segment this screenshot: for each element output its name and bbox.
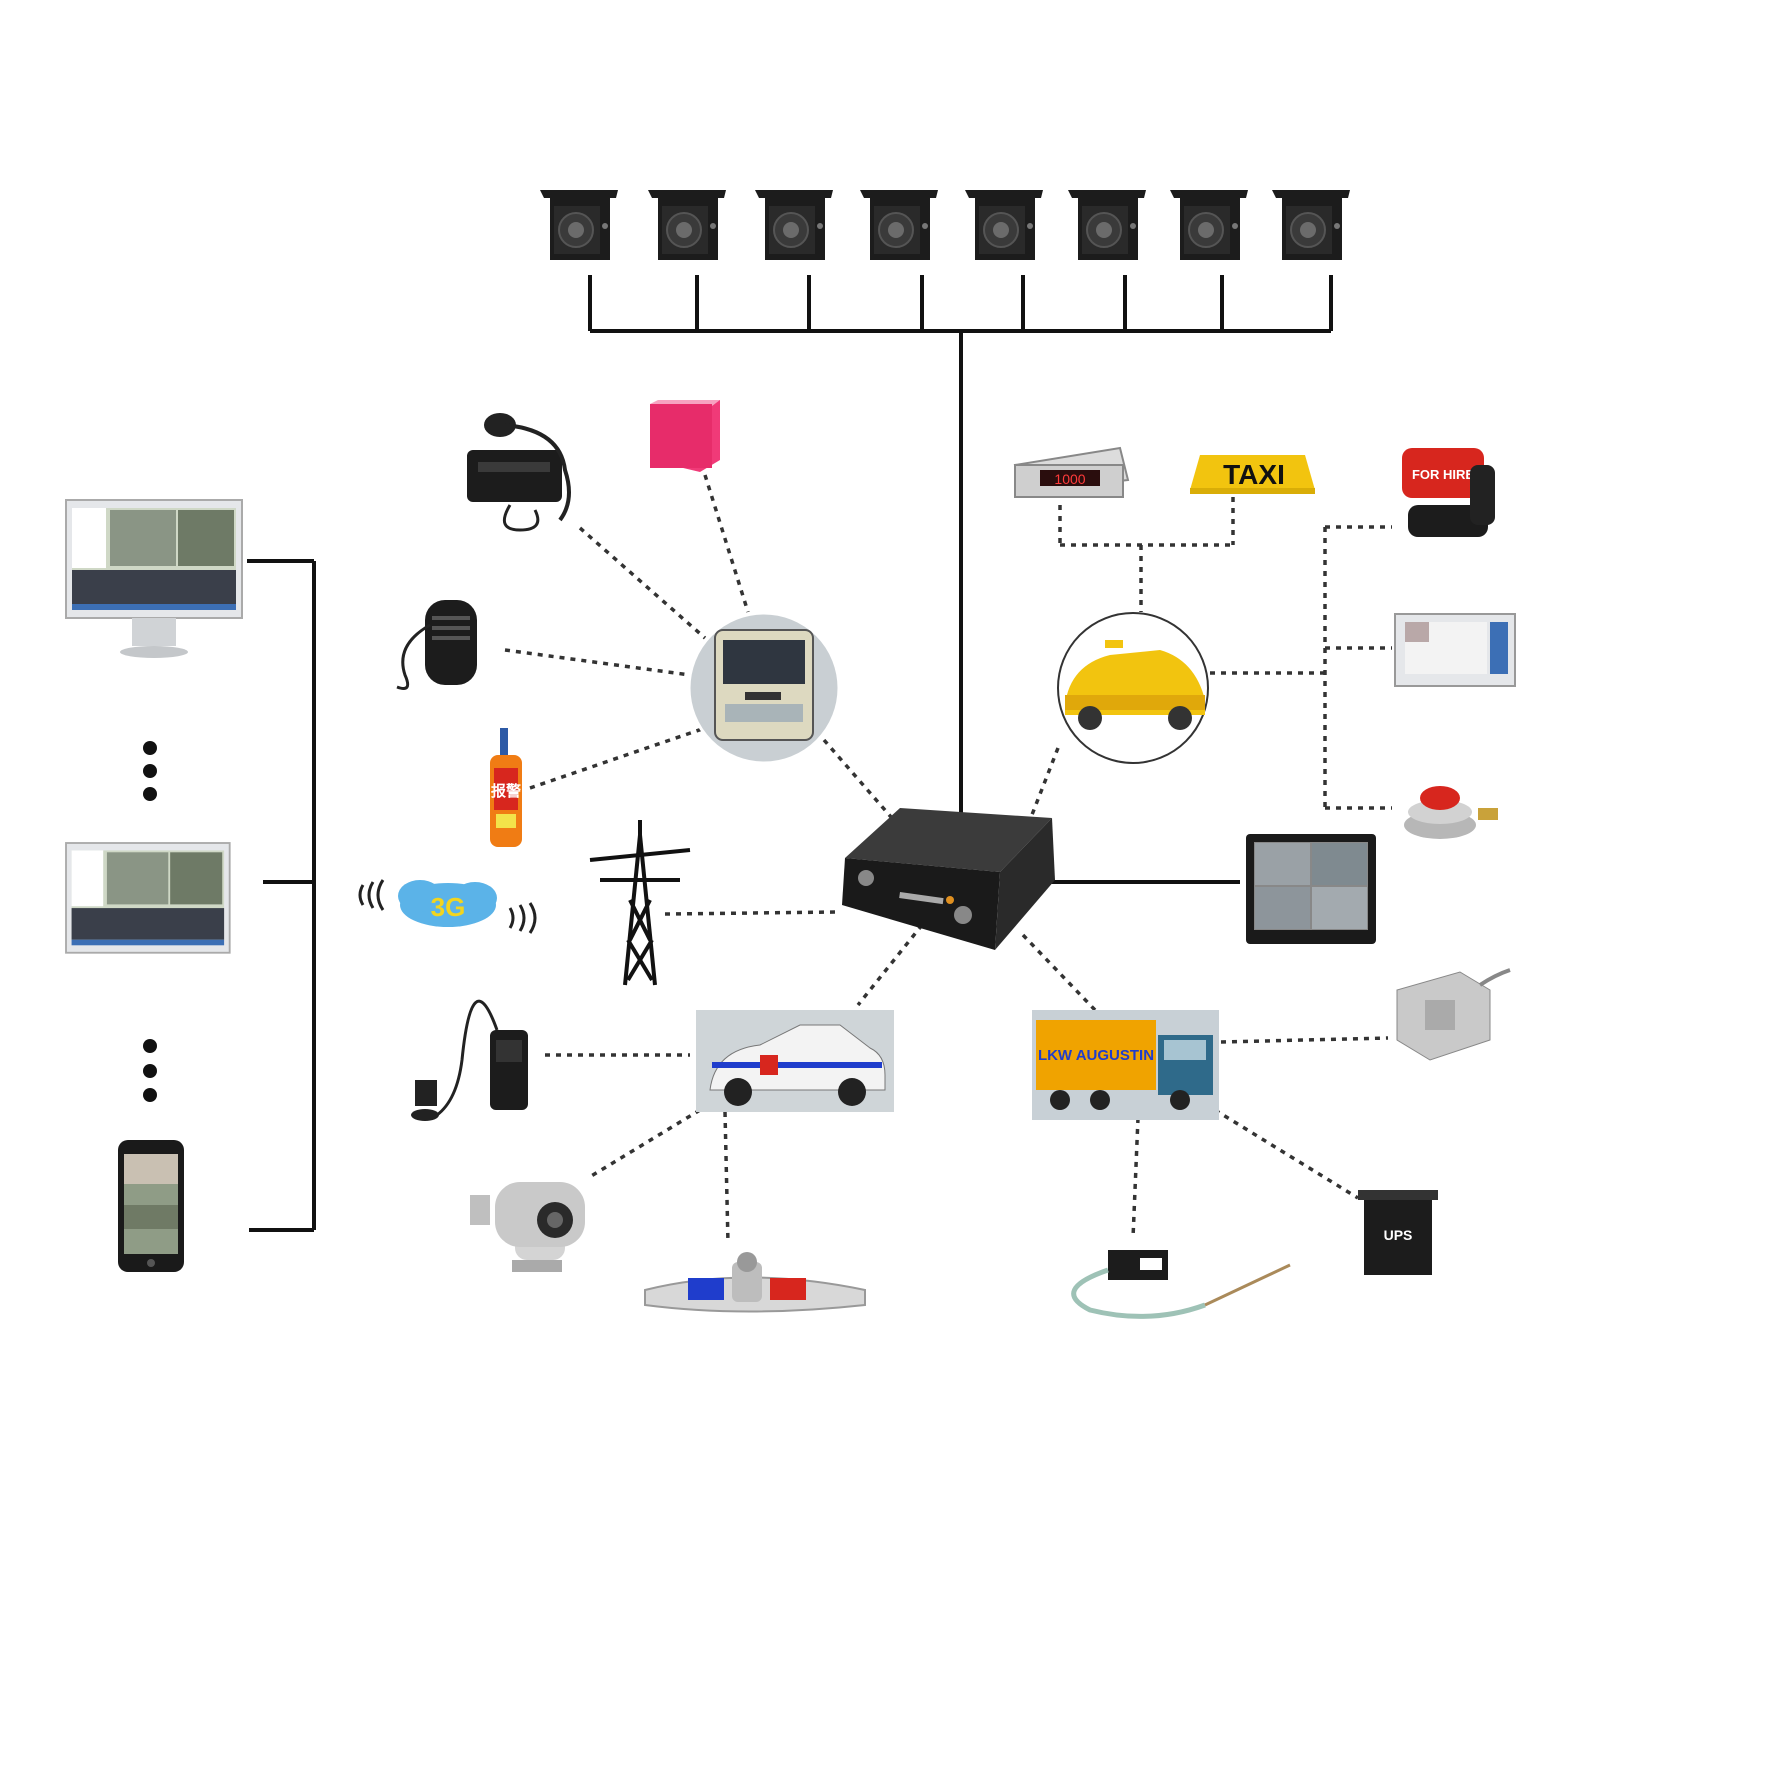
ad-display-icon bbox=[1394, 613, 1516, 687]
camera-icon bbox=[1271, 189, 1351, 261]
camera-bus bbox=[588, 275, 1333, 815]
phone-icon bbox=[118, 1140, 184, 1272]
for-hire-label: FOR HIRE bbox=[1412, 467, 1474, 482]
body-camera-icon bbox=[411, 999, 528, 1121]
ups-icon: UPS bbox=[1358, 1190, 1438, 1275]
monitor-icon bbox=[65, 499, 243, 658]
cellular-3g-icon: 3G bbox=[358, 879, 537, 934]
quad-monitor-icon bbox=[1246, 834, 1376, 944]
handheld-mic-icon bbox=[396, 600, 477, 690]
lightbar-icon bbox=[644, 1252, 866, 1313]
camera-icon bbox=[754, 189, 834, 261]
taxi-sign-icon: TAXI bbox=[1190, 455, 1315, 494]
panic-button-icon bbox=[1404, 786, 1498, 839]
truck-photo: LKW AUGUSTIN bbox=[1032, 1010, 1219, 1120]
ups-label: UPS bbox=[1384, 1227, 1413, 1243]
cellular-label: 3G bbox=[431, 892, 466, 922]
bus-photo bbox=[687, 611, 841, 765]
for-hire-sign-icon: FOR HIRE bbox=[1402, 448, 1495, 537]
pink-box-icon bbox=[650, 400, 720, 472]
ellipsis-icon bbox=[143, 1039, 157, 1102]
truck-brand-label: LKW AUGUSTIN bbox=[1038, 1047, 1154, 1064]
police-car-photo bbox=[696, 1010, 894, 1112]
camera-icon bbox=[1169, 189, 1249, 261]
taxi-sign-label: TAXI bbox=[1223, 459, 1285, 490]
camera-icon bbox=[964, 189, 1044, 261]
temperature-sensor-icon bbox=[1071, 1250, 1291, 1319]
camera-icon bbox=[859, 189, 939, 261]
alarm-button-icon: 报警 bbox=[490, 728, 522, 847]
mdvr-icon bbox=[842, 808, 1055, 950]
camera-icon bbox=[1067, 189, 1147, 261]
camera-icon bbox=[647, 189, 727, 261]
client-bus bbox=[247, 559, 316, 1232]
meter-display: 1000 bbox=[1054, 471, 1085, 487]
load-cell-icon bbox=[1396, 968, 1511, 1061]
camera-row bbox=[539, 189, 1351, 261]
ellipsis-icon bbox=[143, 741, 157, 801]
monitor-icon bbox=[65, 842, 231, 954]
intercom-icon bbox=[467, 413, 571, 532]
alarm-button-label: 报警 bbox=[491, 782, 521, 800]
taxi-photo bbox=[1057, 612, 1209, 764]
ptz-camera-icon bbox=[470, 1182, 585, 1272]
camera-icon bbox=[539, 189, 619, 261]
taxi-meter-icon: 1000 bbox=[1013, 446, 1130, 498]
signal-tower-icon bbox=[589, 820, 691, 986]
dashed-links bbox=[504, 474, 1392, 1244]
